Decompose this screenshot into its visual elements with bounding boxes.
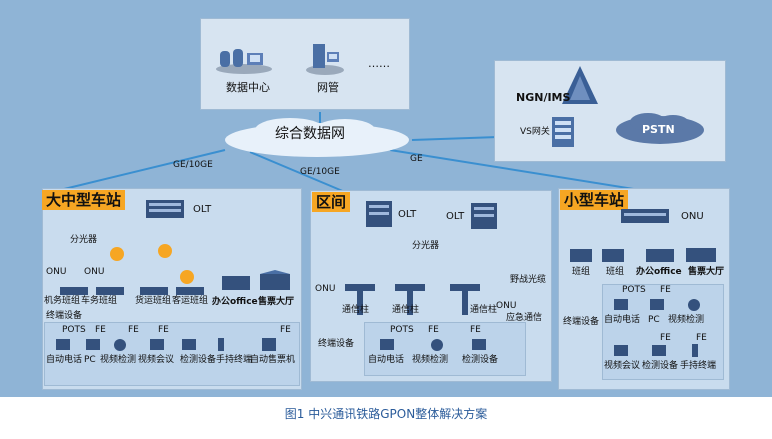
big-splitter-label: 分光器 [70, 235, 98, 245]
ngn-ims-icon [560, 64, 600, 106]
small-terminal-2: PC [648, 315, 660, 325]
big-fe2-label: FE [128, 325, 139, 335]
big-terminal-panel [44, 322, 300, 386]
section-olt2-label: OLT [446, 211, 465, 222]
big-station-title: 大中型车站 [42, 190, 126, 210]
section-onu2-label: ONU [496, 301, 517, 311]
ngn-panel [494, 60, 726, 162]
big-office-icon [220, 270, 295, 292]
small-pots-label: POTS [622, 285, 646, 295]
ngn-ims-label: NGN/IMS [516, 91, 571, 104]
small-terminal-4: 视频会议 [604, 361, 641, 371]
big-terminal-5: 检测设备 [180, 355, 217, 365]
small-ticket-label: 售票大厅 [688, 267, 725, 277]
section-title: 区间 [312, 192, 351, 212]
big-splitter-3-icon [180, 270, 194, 284]
link-label-right: GE [410, 154, 423, 164]
big-terminal-6: 手持终端 [216, 355, 253, 365]
vs-gateway-label: VS网关 [520, 127, 550, 137]
big-terminal-icons [50, 336, 290, 352]
link-label-left: GE/10GE [173, 160, 213, 170]
vs-gateway-icon [550, 115, 576, 149]
small-terminal-icons-row1 [606, 296, 718, 312]
big-terminal-7: 自动售票机 [250, 355, 296, 365]
big-fe1-label: FE [95, 325, 106, 335]
big-splitter-1-icon [110, 247, 124, 261]
section-pots-label: POTS [390, 325, 414, 335]
datacenter-icon [215, 45, 273, 75]
small-station-title: 小型车站 [560, 190, 629, 210]
link-label-mid: GE/10GE [300, 167, 340, 177]
big-group-2: 车务班组 [81, 296, 118, 306]
section-splitter-label: 分光器 [412, 241, 440, 251]
pstn-cloud-icon [613, 110, 708, 146]
network-mgmt-label: 网管 [317, 81, 339, 94]
section-terminal-1: 自动电话 [368, 355, 405, 365]
small-fe1-label: FE [660, 285, 671, 295]
big-terminal-1: 自动电话 [46, 355, 83, 365]
big-group-1: 机务班组 [44, 296, 81, 306]
section-olt1-label: OLT [398, 209, 417, 220]
pstn-label: PSTN [642, 123, 675, 136]
section-fe2-label: FE [470, 325, 481, 335]
section-terminal-2: 视频检测 [412, 355, 449, 365]
figure-caption: 图1 中兴通讯铁路GPON整体解决方案 [284, 407, 488, 421]
small-fe2-label: FE [660, 333, 671, 343]
section-terminal-icons [372, 336, 522, 352]
section-fe1-label: FE [428, 325, 439, 335]
big-olt-icon [145, 198, 185, 220]
small-group-1: 班组 [572, 267, 591, 277]
big-ticket-label: 售票大厅 [258, 297, 295, 307]
big-splitter-2-icon [158, 244, 172, 258]
section-pillar-2: 通信柱 [392, 305, 420, 315]
section-terminal-3: 检测设备 [462, 355, 499, 365]
section-pillar-3: 通信柱 [470, 305, 498, 315]
small-terminal-3: 视频检测 [668, 315, 705, 325]
small-terminal-icons-row2 [606, 342, 718, 358]
section-pillars-icons [340, 282, 500, 318]
cloud-icon [220, 114, 415, 160]
section-emergency-label: 应急通信 [506, 313, 543, 323]
cloud-label: 综合数据网 [275, 126, 345, 142]
section-olt1-icon [365, 200, 393, 228]
small-onu-label: ONU [681, 211, 704, 222]
big-terminal-devices-label: 终端设备 [46, 311, 83, 321]
big-onu2-label: ONU [84, 267, 105, 277]
big-group-3: 货运班组 [135, 296, 172, 306]
diagram-canvas: 数据中心 网管 …… 综合数据网 NGN/IMS VS网关 PSTN GE/10… [0, 0, 772, 397]
big-fe4-label: FE [280, 325, 291, 335]
big-olt-label: OLT [193, 204, 212, 215]
big-onu1-label: ONU [46, 267, 67, 277]
section-terminal-devices-label: 终端设备 [318, 339, 355, 349]
small-terminal-6: 手持终端 [680, 361, 717, 371]
datacenter-label: 数据中心 [226, 81, 270, 94]
section-olt2-icon [470, 202, 498, 230]
small-fe3-label: FE [696, 333, 707, 343]
big-pots-label: POTS [62, 325, 86, 335]
big-fe3-label: FE [158, 325, 169, 335]
section-onu-label: ONU [315, 284, 336, 294]
section-field-cable-label: 野战光缆 [510, 275, 547, 285]
small-office-label: 办公office [636, 267, 682, 277]
more-ellipsis: …… [368, 57, 390, 70]
small-terminal-1: 自动电话 [604, 315, 641, 325]
big-onu-row-icons [58, 282, 208, 295]
small-group-icons [568, 246, 723, 264]
small-onu-icon [620, 207, 670, 225]
small-terminal-devices-label: 终端设备 [563, 317, 600, 327]
small-terminal-5: 检测设备 [642, 361, 679, 371]
big-office-label: 办公office [212, 297, 258, 307]
big-terminal-2: PC [84, 355, 96, 365]
big-terminal-3: 视频检测 [100, 355, 137, 365]
small-group-2: 班组 [606, 267, 625, 277]
section-pillar-1: 通信柱 [342, 305, 370, 315]
big-group-4: 客运班组 [172, 296, 209, 306]
network-mgmt-icon [305, 40, 345, 76]
big-terminal-4: 视频会议 [138, 355, 175, 365]
